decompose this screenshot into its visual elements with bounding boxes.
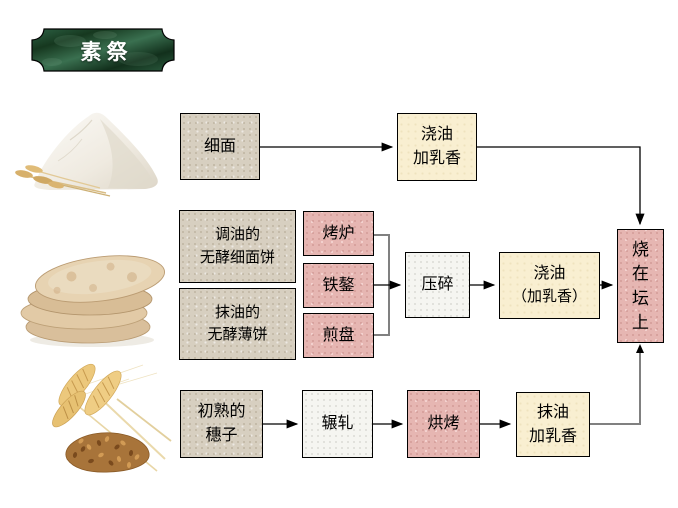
flour-pile-image — [15, 112, 158, 197]
grain-pile-icon — [65, 432, 150, 473]
node-label-line2: 加乳香 — [528, 427, 577, 445]
arrow-row1-to-altar — [477, 146, 645, 226]
wheat-stalks-icon — [15, 165, 111, 197]
flatbread-stack-image — [20, 255, 166, 347]
wheat-ears-and-grain-image — [52, 363, 172, 473]
node-label-line1: 调油的 — [214, 226, 260, 243]
node-char-3: 坛 — [632, 288, 649, 308]
node-pour-oil-frankincense: 浇油 加乳香 — [397, 113, 477, 181]
node-roast: 烘烤 — [407, 390, 480, 458]
node-fine-flour: 细面 — [180, 113, 260, 180]
node-smear-oil-frankincense: 抹油 加乳香 — [516, 392, 590, 457]
node-label-line1: 初熟的 — [197, 403, 246, 420]
node-label-line2: 穗子 — [205, 427, 238, 444]
node-label-line2: （加乳香） — [511, 288, 587, 306]
connector-cookware-bracket — [374, 234, 390, 336]
node-pan: 煎盘 — [303, 313, 374, 358]
node-label-line2: 无酵细面饼 — [199, 248, 275, 266]
node-label: 压碎 — [421, 276, 454, 293]
node-label-line2: 加乳香 — [412, 150, 461, 167]
node-firstfruit-ears: 初熟的 穗子 — [180, 390, 263, 458]
node-label: 煎盘 — [322, 326, 355, 344]
node-char-1: 烧 — [632, 240, 649, 260]
node-label: 烤炉 — [322, 224, 355, 242]
node-char-4: 上 — [632, 312, 649, 332]
node-label-line1: 抹油的 — [214, 303, 260, 321]
node-label: 辗轧 — [321, 415, 354, 432]
node-crush: 压碎 — [405, 252, 470, 318]
connector-row3-to-altar — [590, 351, 641, 425]
node-label-line1: 抹油 — [536, 403, 569, 421]
node-label-line1: 浇油 — [533, 265, 566, 283]
node-pour-oil-frankincense-2: 浇油 （加乳香） — [499, 252, 600, 319]
node-roll-crush: 辗轧 — [302, 390, 373, 458]
node-anointed-wafers: 抹油的 无酵薄饼 — [179, 288, 296, 360]
node-griddle: 铁鏊 — [303, 263, 374, 308]
wheat-ears-icon — [52, 363, 172, 472]
node-label-line2: 无酵薄饼 — [207, 326, 268, 343]
arrowhead-up-icon — [636, 344, 644, 353]
node-char-2: 在 — [632, 264, 649, 284]
plaque-shape — [31, 28, 175, 72]
page-title: 素祭 — [80, 40, 133, 64]
node-burn-on-altar: 烧 在 坛 上 — [617, 229, 664, 343]
node-label: 铁鏊 — [322, 276, 355, 294]
node-oven: 烤炉 — [303, 211, 374, 256]
node-label: 细面 — [203, 137, 236, 155]
title-banner: 素祭 — [30, 27, 178, 74]
node-oiled-cakes: 调油的 无酵细面饼 — [179, 210, 296, 283]
node-label: 烘烤 — [427, 415, 460, 432]
node-label-line1: 浇油 — [420, 126, 453, 143]
